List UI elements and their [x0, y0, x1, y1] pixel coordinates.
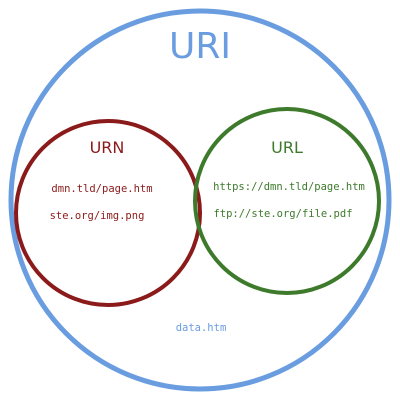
url-title: URL	[271, 138, 303, 157]
urn-title: URN	[90, 138, 125, 157]
urn-item: dmn.tld/page.htm	[51, 183, 152, 195]
uri-circle	[8, 8, 392, 392]
uri-item: data.htm	[176, 322, 227, 334]
url-circle	[193, 107, 381, 295]
urn-circle	[14, 119, 202, 307]
url-item: ftp://ste.org/file.pdf	[213, 208, 352, 220]
uri-title: URI	[169, 26, 231, 67]
urn-item: ste.org/img.png	[50, 210, 145, 222]
url-item: https://dmn.tld/page.htm	[213, 181, 365, 193]
